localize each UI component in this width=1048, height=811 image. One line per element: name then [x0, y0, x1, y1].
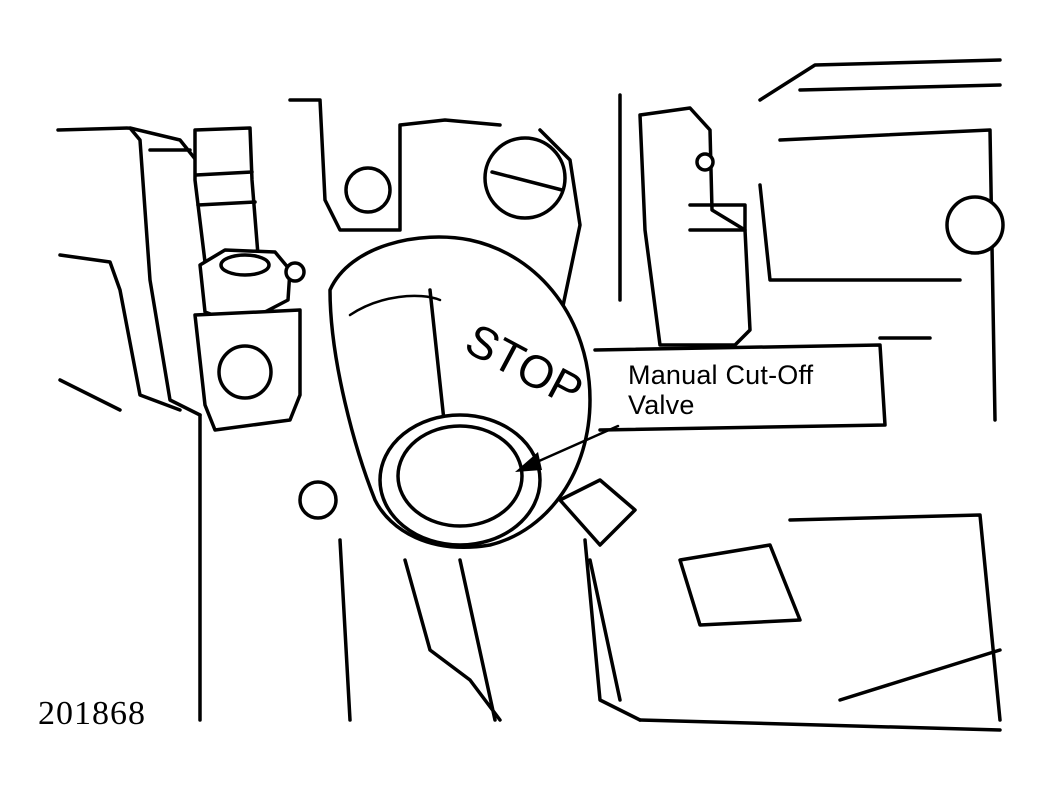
lower-bolt	[298, 480, 338, 520]
left-bracket	[56, 126, 202, 417]
valve-knob	[396, 424, 524, 528]
upper-bolt-hole	[344, 166, 392, 214]
left-housing-edge	[58, 253, 202, 722]
slotted-plug	[483, 136, 567, 220]
callout-line-1: Manual Cut-Off	[628, 360, 814, 390]
nut-top	[219, 253, 271, 277]
right-housing	[618, 58, 1002, 422]
lever-tab	[688, 203, 747, 232]
small-bolt	[284, 261, 306, 283]
plug-slot	[490, 170, 564, 192]
fitting-ring	[194, 170, 254, 177]
right-bolt	[945, 195, 1005, 255]
fitting-ring-2	[196, 200, 257, 207]
lever-pin	[695, 152, 715, 172]
bracket-hole	[217, 344, 273, 400]
valve-housing-inner	[348, 294, 442, 317]
callout-panel	[593, 336, 932, 432]
pointer-rod	[428, 288, 447, 432]
callout-line-2: Valve	[628, 390, 695, 420]
fitting-stem	[193, 126, 260, 264]
leader-arrowhead	[515, 452, 542, 472]
figure-number: 201868	[38, 695, 146, 732]
callout-label: Manual Cut-Off Valve	[628, 360, 813, 420]
upper-casting	[288, 98, 582, 322]
return-hose	[558, 478, 637, 547]
lower-right-casting	[588, 513, 1002, 732]
right-lever	[638, 106, 752, 347]
leader-line	[528, 424, 620, 467]
lower-casting	[338, 538, 642, 722]
